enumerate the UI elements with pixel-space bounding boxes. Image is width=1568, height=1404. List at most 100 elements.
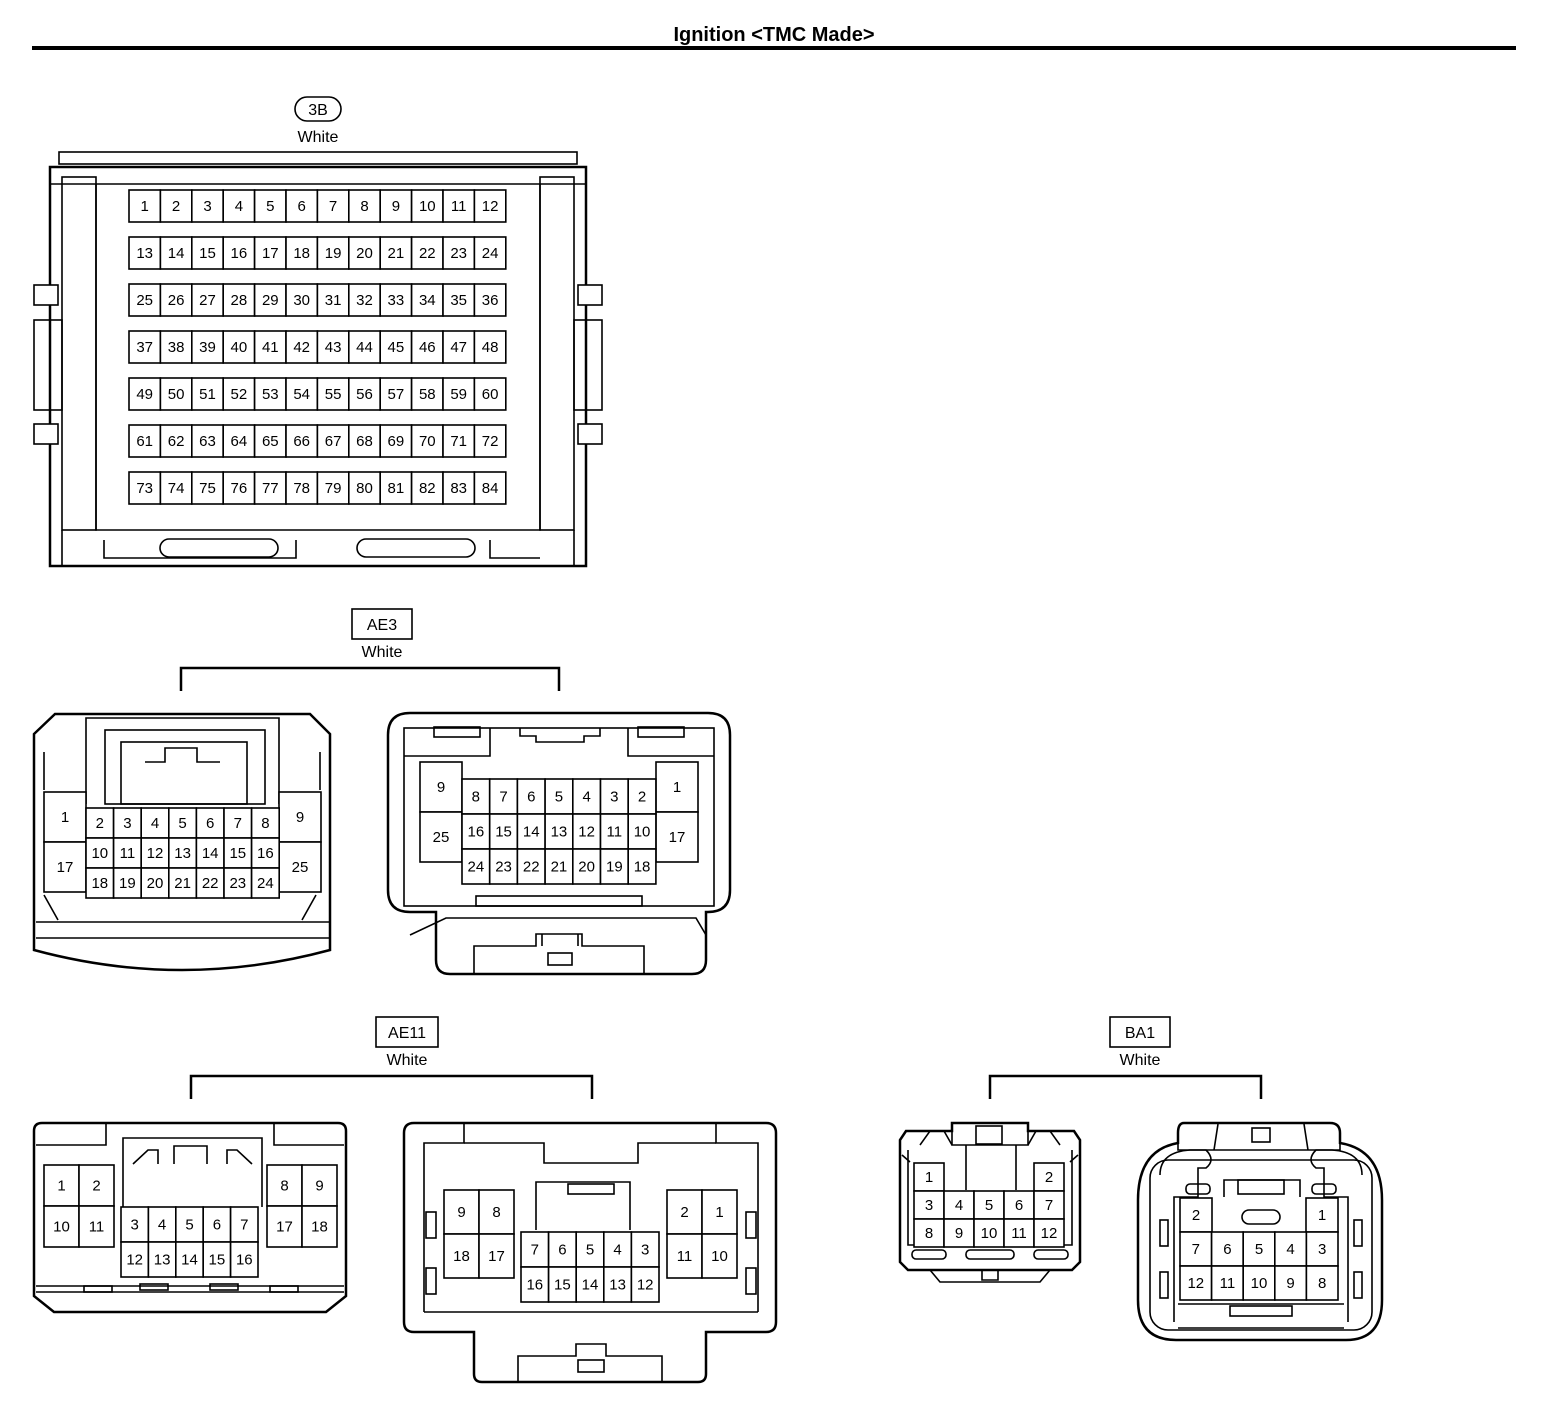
connector-3b-pin: 10 bbox=[419, 198, 436, 215]
page-title: Ignition <TMC Made> bbox=[673, 24, 874, 46]
connector-ae3-pin-cell bbox=[112, 867, 142, 899]
connector-3b-pin-cell bbox=[159, 189, 193, 223]
connector-3b-pin: 39 bbox=[199, 339, 216, 356]
connector-ae11-pin-cell bbox=[520, 1231, 550, 1268]
connector-ae11-pin: 12 bbox=[637, 1277, 654, 1294]
connector-ae11-pin: 5 bbox=[586, 1242, 594, 1259]
connector-ba1-pin-cell bbox=[1179, 1197, 1213, 1233]
connector-ae11-pin-cell bbox=[602, 1231, 633, 1268]
connector-ae11-pin: 1 bbox=[57, 1178, 65, 1195]
connector-3b-pin: 45 bbox=[388, 339, 405, 356]
connector-ae11-pin-cell bbox=[229, 1206, 259, 1243]
connector-3b-pin: 79 bbox=[325, 480, 342, 497]
connector-3b-pin: 42 bbox=[293, 339, 310, 356]
connector-3b-pin-cell bbox=[442, 471, 476, 505]
connector-ba1-pin-cell bbox=[1210, 1231, 1244, 1267]
connector-ae11-pin: 3 bbox=[641, 1242, 649, 1259]
connector-ae3-pin-cell bbox=[419, 761, 463, 813]
connector-3b-pin: 33 bbox=[388, 292, 405, 309]
connector-3b-pin: 35 bbox=[450, 292, 467, 309]
connector-3b-pin-cell bbox=[347, 471, 381, 505]
connector-3b-pin: 41 bbox=[262, 339, 279, 356]
connector-ae11-pin: 3 bbox=[131, 1217, 139, 1234]
connector-ae11-pin: 1 bbox=[715, 1204, 723, 1221]
connector-ae11-pin-cell bbox=[630, 1266, 660, 1303]
connector-3b-pin: 60 bbox=[482, 386, 499, 403]
connector-3b-pin-cell bbox=[128, 471, 162, 505]
connector-ae11-pin-cell bbox=[443, 1189, 480, 1235]
connector-ae11-pin-cell bbox=[301, 1205, 338, 1248]
connector-3b-pin: 36 bbox=[482, 292, 499, 309]
connector-ba1-pin: 2 bbox=[1045, 1169, 1053, 1186]
connector-ae3-pin: 25 bbox=[433, 829, 450, 846]
connector-3b-pin-cell bbox=[159, 377, 193, 411]
connector-3b-pin-cell bbox=[379, 377, 413, 411]
connector-3b-pin-cell bbox=[379, 189, 413, 223]
connector-ae11-pin: 13 bbox=[609, 1277, 626, 1294]
connector-ae11-pin-cell bbox=[701, 1189, 738, 1235]
connector-ae11-pin: 17 bbox=[488, 1248, 505, 1265]
connector-3b-pin-cell bbox=[253, 236, 287, 270]
connector-3b-pin-cell bbox=[473, 330, 507, 364]
connector-3b-pin-cell bbox=[442, 189, 476, 223]
connector-3b-pin: 73 bbox=[136, 480, 153, 497]
connector-ae11-pin: 5 bbox=[185, 1217, 193, 1234]
connector-3b-pin: 71 bbox=[450, 433, 467, 450]
connector-ae11-pin: 14 bbox=[582, 1277, 599, 1294]
connector-3b-pin-cell bbox=[316, 189, 350, 223]
connector-ae3-pin-cell bbox=[655, 761, 699, 813]
connector-3b-pin-cell bbox=[347, 377, 381, 411]
connector-ae3-pin-cell bbox=[85, 867, 115, 899]
connector-ba1-pin-cell bbox=[913, 1162, 945, 1192]
connector-ae3-pin: 22 bbox=[202, 875, 219, 892]
connector-ba1-code-badge bbox=[1109, 1016, 1171, 1048]
connector-3b-pin: 54 bbox=[293, 386, 310, 403]
connector-ba1-pin: 12 bbox=[1041, 1225, 1058, 1242]
connector-3b-pin-cell bbox=[191, 189, 225, 223]
connector-3b-pin: 32 bbox=[356, 292, 373, 309]
connector-3b-pin: 81 bbox=[388, 480, 405, 497]
connector-3b-pin-cell bbox=[285, 330, 319, 364]
connector-3b-pin: 7 bbox=[329, 198, 337, 215]
connector-ae11-pin-cell bbox=[202, 1206, 232, 1243]
connector-3b-pin-cell bbox=[222, 189, 256, 223]
connector-3b-pin-cell bbox=[379, 330, 413, 364]
connector-3b-pin: 66 bbox=[293, 433, 310, 450]
connector-3b-pin-cell bbox=[285, 189, 319, 223]
connector-3b-pin-cell bbox=[347, 236, 381, 270]
connector-ae3-pin-cell bbox=[168, 807, 198, 839]
connector-ba1-pin: 11 bbox=[1011, 1225, 1027, 1242]
connector-3b-pin-cell bbox=[473, 471, 507, 505]
connector-3b-pin-cell bbox=[410, 471, 444, 505]
connector-ae3-pin: 11 bbox=[607, 824, 623, 841]
connector-ae11-pin: 7 bbox=[531, 1242, 539, 1259]
connector-3b-pin: 72 bbox=[482, 433, 499, 450]
connector-3b-pin: 63 bbox=[199, 433, 216, 450]
connector-3b-pin-cell bbox=[347, 330, 381, 364]
connector-3b-pin-cell bbox=[222, 377, 256, 411]
connector-3b-pin-cell bbox=[128, 189, 162, 223]
connector-ae3-pin: 6 bbox=[206, 815, 214, 832]
connector-3b-color: White bbox=[298, 129, 339, 146]
connector-3b-pin-cell bbox=[410, 283, 444, 317]
connector-ba1-pin: 3 bbox=[925, 1197, 933, 1214]
connector-ba1-pin: 6 bbox=[1223, 1241, 1231, 1258]
connector-ae11-housing-left bbox=[32, 1121, 348, 1314]
connector-3b-pin-cell bbox=[473, 283, 507, 317]
connector-ae3-pin: 24 bbox=[257, 875, 274, 892]
connector-ae3-pin-cell bbox=[488, 813, 519, 850]
connector-3b-pin: 21 bbox=[388, 245, 405, 262]
connector-3b-pin: 13 bbox=[136, 245, 153, 262]
connector-ae11-pin: 18 bbox=[453, 1248, 470, 1265]
connector-3b-pin: 40 bbox=[231, 339, 248, 356]
connector-ae11-pin: 11 bbox=[89, 1219, 105, 1236]
connector-ba1-pin: 11 bbox=[1220, 1275, 1236, 1292]
connector-ae11-pin: 18 bbox=[311, 1219, 328, 1236]
connector-ae11-pin-cell bbox=[175, 1206, 205, 1243]
connector-ae3-pin: 15 bbox=[229, 845, 246, 862]
connector-ae3-pin-cell bbox=[571, 848, 602, 885]
connector-3b-housing bbox=[33, 151, 603, 568]
connector-3b-pin: 70 bbox=[419, 433, 436, 450]
connector-ae3-pin: 7 bbox=[499, 789, 507, 806]
connector-ae3-pin-cell bbox=[627, 778, 657, 815]
